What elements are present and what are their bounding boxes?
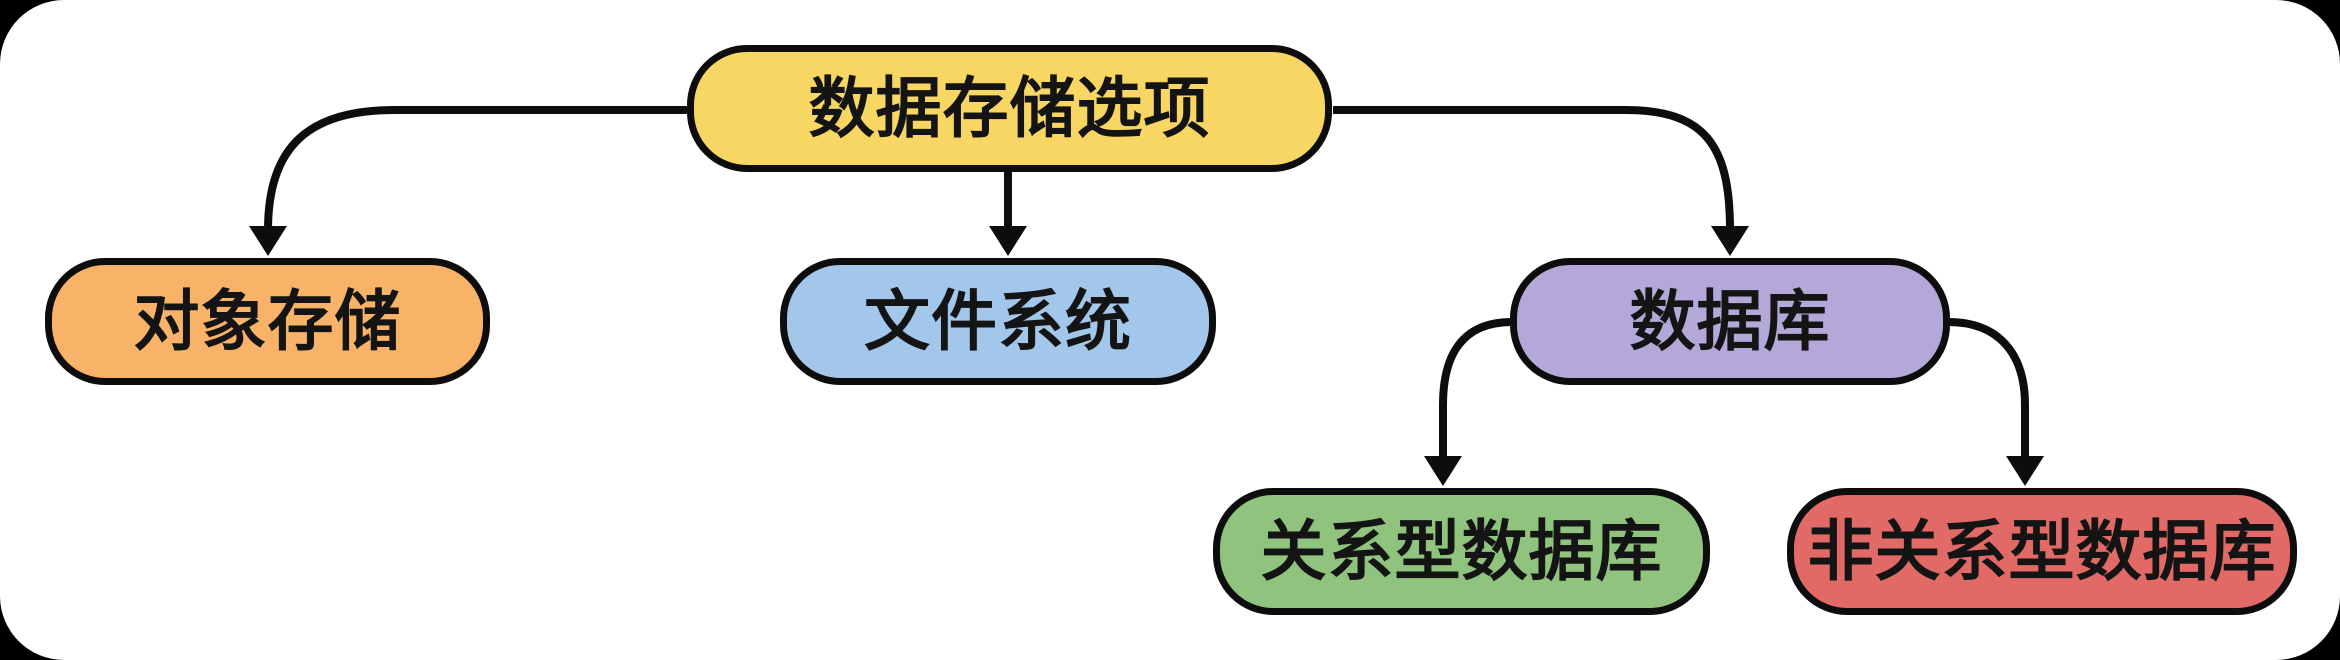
arrowhead-non-relational-db — [2006, 456, 2044, 486]
node-file-system-label: 文件系统 — [864, 282, 1132, 360]
node-data-storage-options-label: 数据存储选项 — [808, 69, 1211, 147]
node-non-relational-db[interactable]: 非关系型数据库 — [1787, 488, 2297, 615]
edge-database-to-non-relational — [1947, 318, 2029, 460]
node-file-system[interactable]: 文件系统 — [780, 258, 1216, 385]
node-object-storage-label: 对象存储 — [133, 282, 402, 360]
edge-root-to-database — [1333, 106, 1734, 231]
node-relational-db-label: 关系型数据库 — [1260, 512, 1663, 590]
edge-root-to-object-storage — [264, 106, 687, 231]
node-data-storage-options[interactable]: 数据存储选项 — [687, 45, 1332, 172]
node-non-relational-db-label: 非关系型数据库 — [1807, 512, 2277, 590]
node-database-label: 数据库 — [1629, 282, 1831, 360]
arrowhead-file-system — [989, 226, 1027, 256]
node-database[interactable]: 数据库 — [1510, 258, 1950, 385]
arrowhead-relational-db — [1424, 456, 1462, 486]
arrowhead-database — [1711, 226, 1749, 256]
arrowhead-object-storage — [249, 226, 287, 256]
node-object-storage[interactable]: 对象存储 — [45, 258, 490, 385]
node-relational-db[interactable]: 关系型数据库 — [1213, 488, 1710, 615]
edge-database-to-relational — [1439, 318, 1513, 460]
